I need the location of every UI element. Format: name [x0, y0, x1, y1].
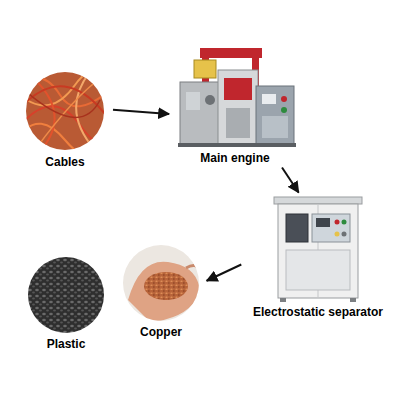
main-engine-node: Main engine [172, 38, 298, 165]
picture-area [118, 244, 204, 322]
picture-area [20, 70, 110, 152]
caption-label: Cables [20, 155, 110, 169]
flow-arrow [207, 264, 242, 280]
copper-picture [120, 243, 204, 325]
copper-node: Copper [118, 244, 204, 339]
caption-label: Copper [118, 325, 204, 339]
main-engine-picture [178, 48, 296, 147]
caption-label: Electrostatic separator [244, 305, 392, 319]
picture-area [25, 256, 107, 334]
flow-arrow [113, 110, 169, 114]
plastic-picture [26, 255, 108, 337]
picture-area [172, 38, 298, 148]
cables-picture [20, 68, 110, 158]
plastic-node: Plastic [25, 256, 107, 351]
picture-area [244, 195, 392, 302]
separator-node: Electrostatic separator [244, 195, 392, 319]
flow-arrow [282, 168, 299, 193]
caption-label: Plastic [25, 337, 107, 351]
separator-picture [274, 197, 362, 302]
cables-node: Cables [20, 70, 110, 169]
caption-label: Main engine [172, 151, 298, 165]
